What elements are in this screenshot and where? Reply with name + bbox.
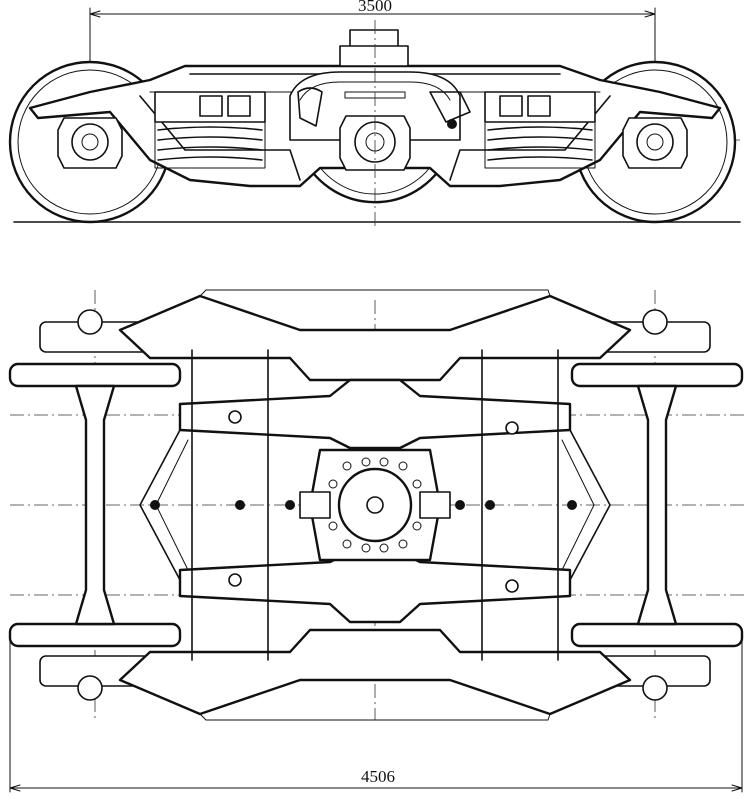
bolt-row: [150, 491, 577, 519]
center-plate: [308, 448, 442, 562]
bottom-side-frame: [118, 628, 632, 721]
plan-view: 4506: [8, 289, 745, 793]
upper-transom: [178, 378, 572, 450]
overall-length-label: 4506: [361, 767, 395, 786]
overall-length-dimension: 4506: [9, 639, 743, 793]
wheelbase-label: 3500: [358, 0, 392, 15]
top-side-frame: [118, 289, 632, 382]
left-axle-box: [57, 117, 123, 169]
right-axle-box: [622, 117, 688, 169]
left-spring-set: [154, 91, 266, 169]
lower-transom: [178, 550, 572, 624]
side-elevation-view: 3500: [8, 0, 741, 228]
left-wheelset: [8, 309, 182, 701]
right-spring-set: [484, 91, 596, 169]
